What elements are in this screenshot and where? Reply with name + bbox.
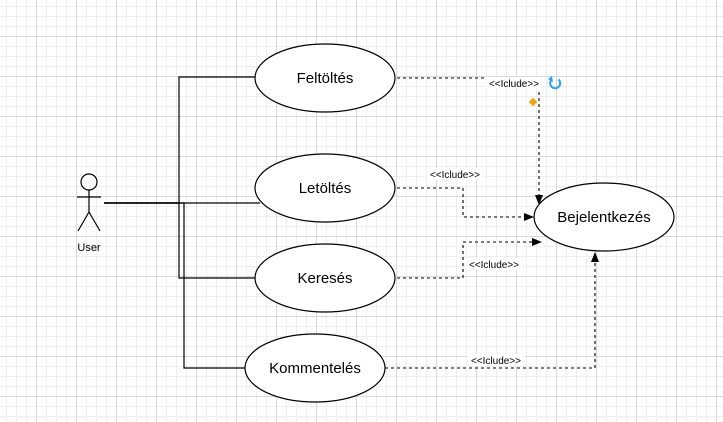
actor-user[interactable]: User (77, 173, 101, 254)
use-case-upload[interactable]: Feltöltés (254, 43, 396, 113)
include-label-download[interactable]: <<Iclude>> (427, 168, 484, 181)
use-case-comment-label: Kommentelés (269, 360, 361, 377)
use-case-login-label: Bejelentkezés (557, 209, 650, 226)
include-label-upload-text: <<Iclude>> (489, 79, 539, 90)
use-case-download[interactable]: Letöltés (254, 153, 396, 223)
include-upload-login[interactable] (397, 77, 543, 205)
association-search[interactable] (104, 202, 255, 279)
include-lines (385, 77, 599, 369)
association-lines (104, 76, 260, 369)
include-download-login[interactable] (397, 187, 534, 221)
include-label-comment[interactable]: <<Iclude>> (468, 354, 525, 367)
include-search-login[interactable] (397, 238, 542, 279)
use-case-comment[interactable]: Kommentelés (244, 333, 386, 403)
rotate-icon[interactable] (548, 76, 562, 90)
use-case-search[interactable]: Keresés (254, 243, 396, 313)
include-comment-login[interactable] (385, 252, 599, 369)
use-case-login[interactable]: Bejelentkezés (533, 182, 675, 252)
include-label-download-text: <<Iclude>> (430, 170, 480, 181)
waypoint-handle-icon[interactable] (528, 97, 538, 107)
association-comment[interactable] (104, 202, 245, 369)
association-upload[interactable] (104, 76, 255, 204)
use-case-download-label: Letöltés (299, 180, 352, 197)
use-case-upload-label: Feltöltés (297, 70, 354, 87)
use-case-search-label: Keresés (297, 270, 352, 287)
include-label-search[interactable]: <<Iclude>> (466, 258, 523, 271)
include-label-search-text: <<Iclude>> (469, 260, 519, 271)
include-label-comment-text: <<Iclude>> (471, 356, 521, 367)
include-label-upload[interactable]: <<Iclude>> (486, 77, 543, 90)
actor-label: User (77, 242, 101, 254)
